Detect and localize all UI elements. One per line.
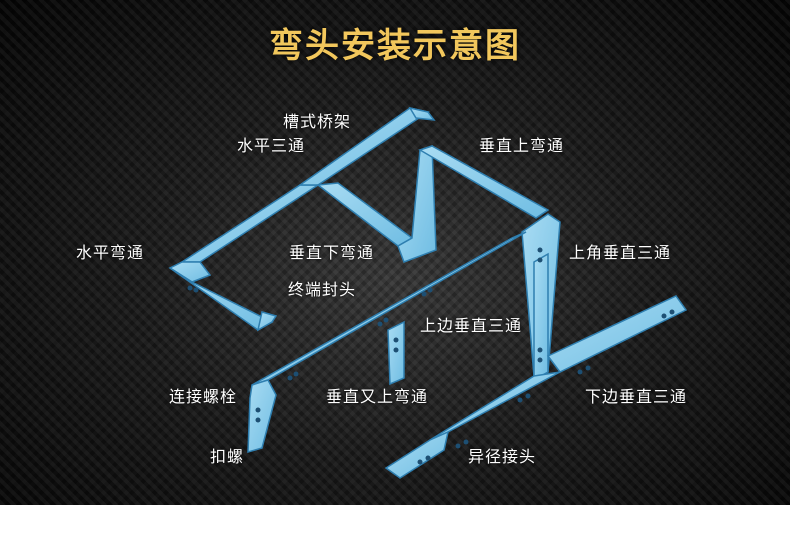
label-connecting-bolt: 连接螺栓 xyxy=(169,387,238,406)
label-vertical-up-elbow: 垂直上弯通 xyxy=(479,136,565,155)
bolt-markers xyxy=(187,247,675,465)
main-horizontal-tray xyxy=(247,231,527,454)
label-horizontal-elbow: 水平弯通 xyxy=(76,243,145,262)
vertical-post xyxy=(533,252,549,382)
cable-tray-diagram xyxy=(168,106,688,479)
lower-run xyxy=(429,371,561,441)
label-upper-corner-vertical-tee: 上角垂直三通 xyxy=(569,243,672,262)
vertical-up-elbow-left xyxy=(247,379,277,454)
trough-tray-end xyxy=(408,106,436,121)
end-cap-run xyxy=(169,267,274,331)
diagram-title: 弯头安装示意图 xyxy=(269,26,521,66)
horizontal-elbow-corner xyxy=(168,261,212,283)
label-horizontal-tee: 水平三通 xyxy=(237,136,306,155)
reducer-joint xyxy=(384,430,450,479)
vertical-down-elbow xyxy=(397,144,437,263)
horizontal-tee-branch xyxy=(316,182,414,247)
upper-side-vertical-tee-drop xyxy=(387,320,405,386)
label-lower-side-vertical-tee: 下边垂直三通 xyxy=(585,387,688,406)
vertical-up-elbow-top xyxy=(418,145,550,219)
diagram-canvas: 弯头安装示意图 xyxy=(0,0,790,505)
lower-tray-assembly xyxy=(384,295,688,479)
upper-tray-assembly xyxy=(168,106,550,332)
right-vertical-assembly xyxy=(521,213,561,382)
label-vertical-down-elbow: 垂直下弯通 xyxy=(289,243,375,262)
label-end-cap: 终端封头 xyxy=(288,280,357,299)
label-upper-side-vertical-tee: 上边垂直三通 xyxy=(420,316,523,335)
lower-side-vertical-tee xyxy=(546,295,688,373)
bottom-whitespace xyxy=(0,505,790,559)
end-cap xyxy=(256,311,278,332)
carbon-fiber-background xyxy=(0,0,790,505)
label-nut: 扣螺 xyxy=(210,447,245,466)
label-vertical-up-elbow-2: 垂直又上弯通 xyxy=(326,387,429,406)
label-trough-tray: 槽式桥架 xyxy=(283,112,352,131)
label-reducer-joint: 异径接头 xyxy=(468,447,537,466)
